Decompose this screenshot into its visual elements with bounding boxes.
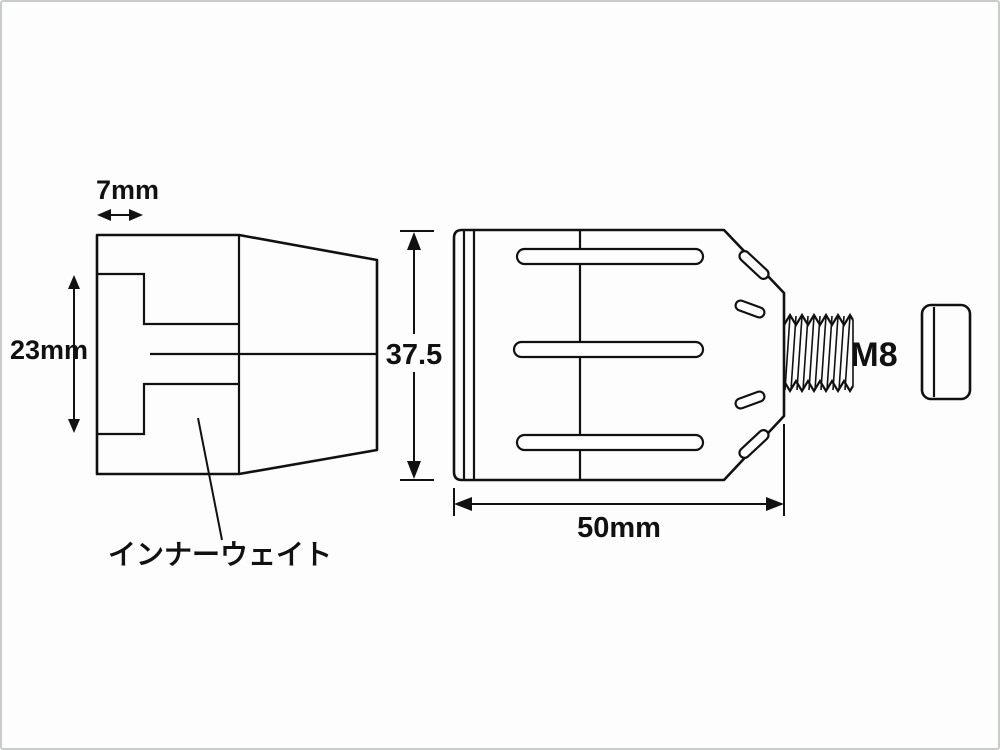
dim-50mm-arrow-right	[766, 497, 784, 511]
dim-50mm: 50mm	[453, 424, 785, 544]
dim-50mm-arrow-left	[454, 497, 472, 511]
grip-slot-top	[515, 247, 705, 266]
dim-23mm-arrow-bottom	[68, 419, 80, 433]
dim-7mm-label: 7mm	[96, 175, 159, 205]
dim-23mm: 23mm	[10, 275, 88, 433]
dim-7mm-arrow-left	[97, 209, 111, 221]
thread-size-label: M8	[850, 336, 897, 374]
cone-slot-2	[734, 299, 766, 319]
dim-7mm: 7mm	[96, 175, 159, 221]
grip-slot-middle	[512, 340, 705, 359]
threaded-stud	[783, 312, 854, 394]
callout-leader-line	[197, 417, 223, 541]
bolt-head	[920, 303, 972, 401]
dim-37-5-arrow-bottom	[407, 461, 421, 479]
dim-37-5: 37.5	[383, 230, 445, 481]
inner-weight-label: インナーウェイト	[108, 539, 332, 570]
inner-weight-profile	[97, 272, 239, 436]
bolt-head-outline	[920, 303, 972, 401]
dim-7mm-arrow-right	[129, 209, 143, 221]
cone-slot-3	[734, 390, 766, 410]
cone-slot-4	[738, 429, 770, 459]
dim-50mm-label: 50mm	[577, 512, 661, 544]
thread-hatch	[784, 315, 851, 391]
cone-slot-1	[738, 250, 770, 280]
dim-37-5-text-mask	[383, 334, 445, 372]
right-view: M8 37.5 50mm	[383, 228, 972, 544]
thread-crest-top	[783, 312, 854, 328]
inner-weight-callout: インナーウェイト	[108, 417, 332, 570]
left-view: 7mm 23mm インナーウェイト	[10, 175, 379, 570]
dim-37-5-label: 37.5	[386, 339, 442, 371]
dim-23mm-label: 23mm	[10, 335, 88, 365]
grip-slot-bottom	[515, 433, 705, 452]
thread-crest-bottom	[783, 378, 854, 394]
dim-23mm-arrow-top	[68, 275, 80, 289]
body-outline	[452, 228, 786, 482]
dim-37-5-arrow-top	[407, 232, 421, 250]
